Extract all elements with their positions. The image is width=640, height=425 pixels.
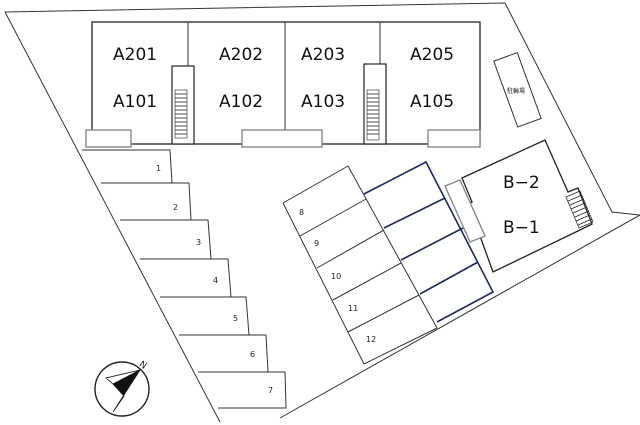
unit-label-b1: B−1 xyxy=(503,218,540,238)
bike-parking-label: 駐輪場 xyxy=(507,87,525,95)
parking-space-4: 4 xyxy=(213,276,218,285)
parking-left: 1 2 3 4 5 6 7 xyxy=(82,149,287,409)
unit-label-a203: A203 xyxy=(301,45,345,65)
site-boundary-right xyxy=(279,214,640,419)
parking-space-5: 5 xyxy=(233,314,238,323)
stair-a1 xyxy=(171,65,195,145)
building-a: A201 A101 A202 A102 A203 A103 A205 A105 xyxy=(85,21,481,148)
site-boundary-left xyxy=(4,11,221,423)
parking-space-7: 7 xyxy=(268,386,273,395)
stair-b xyxy=(565,190,594,229)
unit-label-a102: A102 xyxy=(219,92,263,112)
unit-label-a101: A101 xyxy=(113,92,157,112)
bike-parking: 駐輪場 xyxy=(493,52,542,128)
unit-label-b2: B−2 xyxy=(503,173,540,193)
unit-label-a202: A202 xyxy=(219,45,263,65)
stoop-2 xyxy=(241,129,323,148)
site-boundary xyxy=(4,2,640,216)
parking-space-10: 10 xyxy=(331,272,341,281)
parking-space-8: 8 xyxy=(299,208,304,217)
parking-center: 8 9 10 11 12 xyxy=(282,160,495,365)
parking-space-12: 12 xyxy=(366,335,376,344)
building-b: B−2 B−1 xyxy=(444,139,594,273)
stair-a2 xyxy=(363,63,387,145)
stoop-3 xyxy=(427,129,481,148)
unit-label-a201: A201 xyxy=(113,45,157,65)
parking-space-2: 2 xyxy=(173,203,178,212)
parking-space-6: 6 xyxy=(250,350,255,359)
parking-space-9: 9 xyxy=(314,239,319,248)
unit-label-a105: A105 xyxy=(410,92,454,112)
parking-space-3: 3 xyxy=(196,238,201,247)
compass-rose: N xyxy=(94,360,150,417)
stoop-1 xyxy=(85,129,132,148)
unit-label-a103: A103 xyxy=(301,92,345,112)
parking-space-11: 11 xyxy=(348,304,358,313)
parking-space-1: 1 xyxy=(156,164,161,173)
compass-north-label: N xyxy=(137,360,148,372)
unit-label-a205: A205 xyxy=(410,45,454,65)
